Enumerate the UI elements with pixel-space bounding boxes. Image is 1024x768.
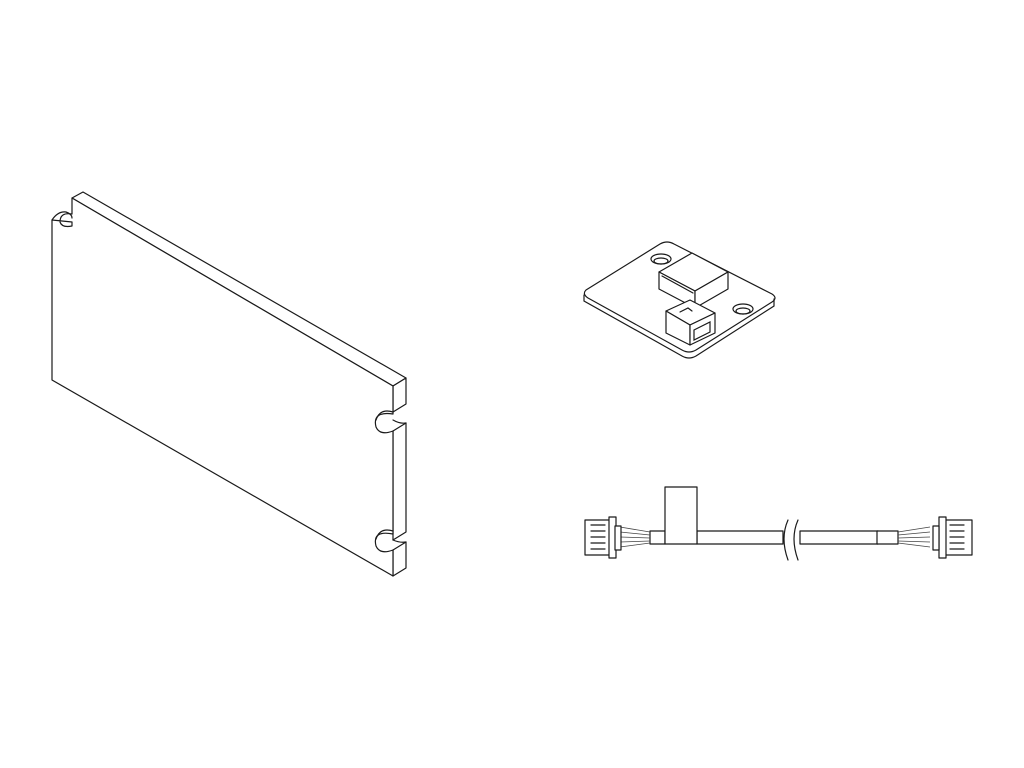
- board-header-connector: [658, 252, 729, 309]
- board-socket-connector: [665, 299, 716, 346]
- break-symbol: [783, 519, 799, 561]
- cable: [584, 486, 973, 561]
- circuit-board: [583, 241, 776, 359]
- left-connector: [584, 516, 651, 559]
- cover-plate: [51, 191, 407, 577]
- cable-label-tag: [664, 486, 698, 545]
- right-connector: [897, 516, 973, 559]
